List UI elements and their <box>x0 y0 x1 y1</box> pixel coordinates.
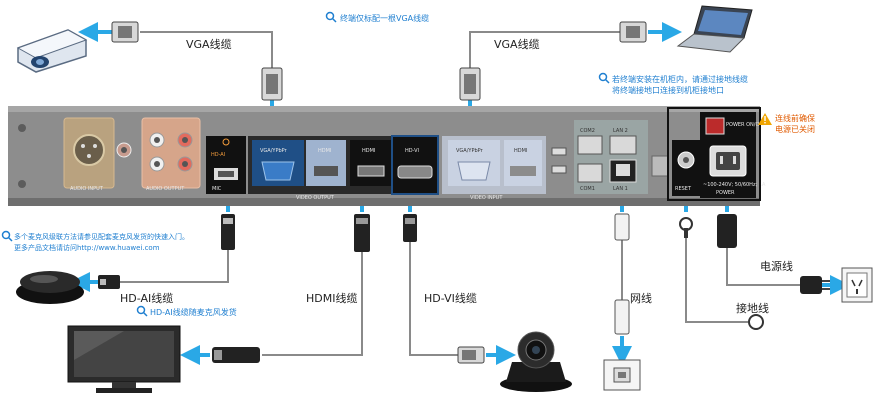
xlr-connector <box>73 134 105 166</box>
hdmi-line <box>262 250 363 356</box>
com1-label: COM1 <box>580 186 595 192</box>
vga-right-label: VGA线缆 <box>494 37 540 51</box>
power-switch-label: POWER ON/OFF <box>726 122 765 128</box>
hdmi-out-2-label: HDMI <box>318 148 331 154</box>
hdvi-connector-camera <box>457 346 485 364</box>
hdai-ship-note: HD-AI线缆随麦克风发货 <box>150 307 237 317</box>
warning-icon <box>758 113 772 125</box>
hdmi-in-port[interactable] <box>504 140 542 186</box>
vga-connector-right-end <box>619 21 647 43</box>
lan1-label: LAN 1 <box>613 186 628 192</box>
ground-connector-panel <box>679 217 693 238</box>
mic-port-label: MIC <box>212 186 222 192</box>
video-input-label: VIDEO INPUT <box>470 195 503 201</box>
hdvi-port[interactable] <box>391 135 439 195</box>
hdvi-label: HD-VI <box>405 148 419 154</box>
vga-connector-left-end <box>111 21 139 43</box>
video-output-label: VIDEO OUTPUT <box>296 195 335 201</box>
audio-output-port[interactable] <box>141 117 201 189</box>
power-cable-label: 电源线 <box>760 259 793 273</box>
hdai-connector-mic <box>98 275 120 289</box>
monitor-icon <box>67 325 181 393</box>
hdmi-connector-monitor <box>212 347 260 363</box>
ground-connector-end <box>748 314 764 330</box>
vga-connector-left-panel <box>261 67 283 101</box>
microphone-icon <box>16 271 84 304</box>
hdvi-label: HD-VI线缆 <box>424 291 477 305</box>
projector-icon <box>16 29 88 73</box>
usb-port-2[interactable] <box>551 165 567 174</box>
search-note-icon-top <box>325 11 337 23</box>
network-label: 网线 <box>630 291 652 305</box>
vga-out-label: VGA/YPbPr <box>260 148 288 154</box>
hdai-port-block[interactable] <box>206 136 246 194</box>
hdmi-out-1-label: HDMI <box>362 148 375 154</box>
audio-input-label: AUDIO INPUT <box>70 186 104 192</box>
power-switch[interactable] <box>705 117 725 135</box>
mic-note-line2: 更多产品文档请访问http://www.huawei.com <box>14 243 160 252</box>
power-plug <box>800 276 830 294</box>
ground-power-highlight <box>667 107 761 201</box>
power-warning-line1: 连线前确保 <box>775 113 815 123</box>
vga-left-line <box>140 31 273 70</box>
power-outlet <box>841 267 873 303</box>
hdmi-label: HDMI线缆 <box>306 291 357 305</box>
search-note-icon-cabinet <box>598 72 610 84</box>
lan2-port[interactable] <box>609 135 637 155</box>
cabinet-note-line2: 将终端接地口连接到机柜接地口 <box>612 85 724 95</box>
ground-cable-label: 接地线 <box>736 301 769 315</box>
hdai-port-label: HD-AI <box>211 152 225 158</box>
lan2-label: LAN 2 <box>613 128 628 134</box>
vga-connector-right-panel <box>459 67 481 101</box>
search-note-icon-mic <box>1 230 13 242</box>
hdai-label: HD-AI线缆 <box>120 291 173 305</box>
hdvi-line <box>409 240 458 356</box>
laptop-icon <box>676 5 753 53</box>
phone-port[interactable] <box>651 155 669 177</box>
network-wall-port <box>603 359 641 391</box>
device-rear-panel: AUDIO INPUT AUDIO OUTPUT HD-AI MIC VGA/Y… <box>8 106 766 206</box>
com1-port[interactable] <box>577 163 603 183</box>
search-note-icon-hdai <box>136 305 148 317</box>
vga-in-label: VGA/YPbPr <box>456 148 484 154</box>
vga-right-line <box>469 31 620 72</box>
hdvi-connector-panel <box>403 214 417 242</box>
hdmi-out-1-port[interactable] <box>350 140 392 186</box>
usb-port-1[interactable] <box>551 147 567 156</box>
power-line <box>726 248 808 286</box>
hdmi-in-label: HDMI <box>514 148 527 154</box>
hdai-connector-panel <box>221 214 235 250</box>
hdmi-connector-panel <box>354 214 370 252</box>
power-spec-label: ~100-240V; 50/60Hz; 1A <box>703 182 766 188</box>
power-connector-panel <box>717 214 737 248</box>
com2-port[interactable] <box>577 135 603 155</box>
cabinet-note-line1: 若终端安装在机柜内，请通过接地线缆 <box>612 74 748 84</box>
vga-left-label: VGA线缆 <box>186 37 232 51</box>
vga-top-note: 终端仅标配一根VGA线缆 <box>340 13 429 23</box>
power-warning-line2: 电源已关闭 <box>775 124 815 134</box>
network-connector-panel <box>614 213 630 241</box>
reset-label: RESET <box>675 186 692 192</box>
hdmi-out-2-port[interactable] <box>306 140 346 186</box>
power-label: POWER <box>716 190 735 196</box>
com2-label: COM2 <box>580 128 595 134</box>
ground-line <box>685 238 748 323</box>
mic-note-line1: 多个麦克风级联方法请参见配套麦克风发货的快速入门。 <box>14 232 189 241</box>
hdai-line <box>120 250 229 283</box>
audio-output-label: AUDIO OUTPUT <box>146 186 185 192</box>
camera-icon <box>500 331 572 392</box>
network-connector-wall <box>614 299 630 335</box>
cable-lines <box>120 31 808 356</box>
